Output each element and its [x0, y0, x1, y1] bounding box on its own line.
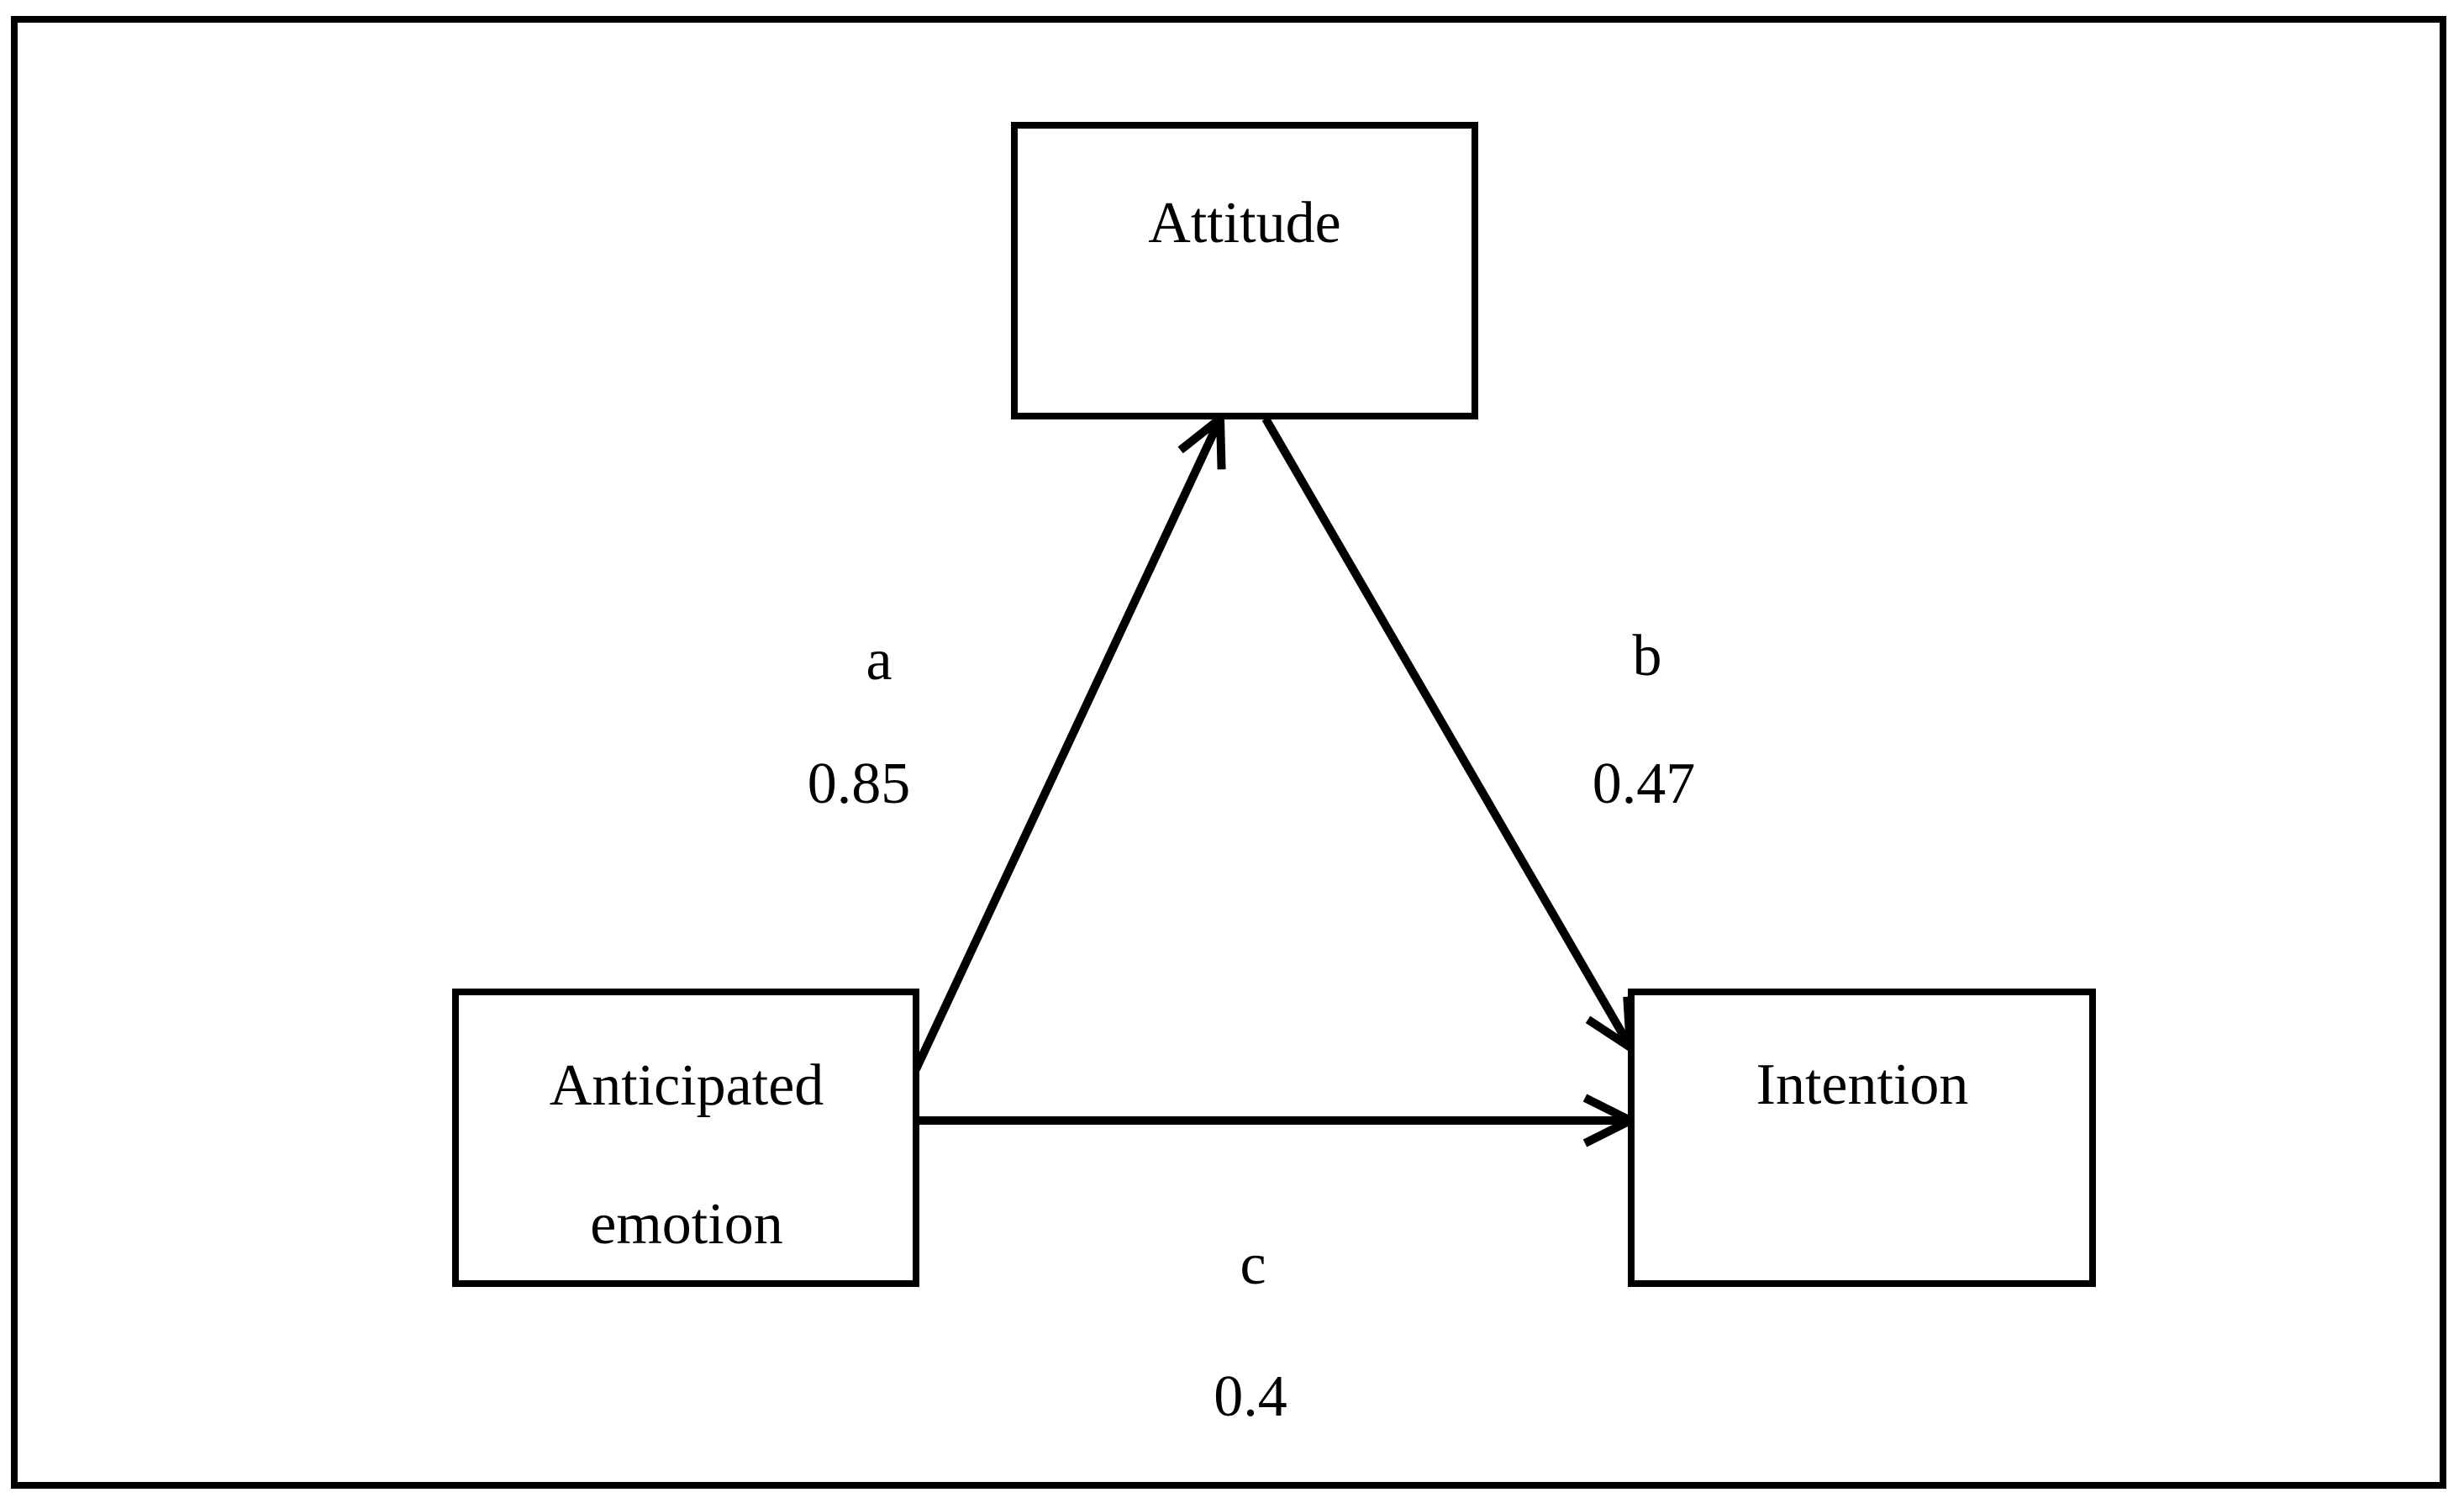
path-a-arrow [912, 409, 1226, 1072]
outer-frame [11, 16, 2446, 1489]
path-b-arrow [1261, 416, 1635, 1056]
node-intention-label: Intention [1756, 1052, 1969, 1117]
node-attitude-label: Attitude [1148, 191, 1341, 256]
path-c-coefficient: 0.4 [1214, 1364, 1287, 1429]
path-c-label: c [1240, 1232, 1266, 1297]
node-attitude [1011, 122, 1478, 419]
path-b-coefficient: 0.47 [1592, 752, 1696, 816]
node-anticipated-emotion [452, 989, 919, 1287]
path-b-label: b [1632, 624, 1662, 688]
node-intention [1628, 989, 2096, 1287]
path-a-coefficient: 0.85 [807, 752, 911, 816]
node-anticipated-emotion-label-line1: Anticipated [549, 1053, 824, 1118]
path-a-label: a [866, 628, 892, 693]
node-anticipated-emotion-label-line2: emotion [590, 1192, 783, 1257]
